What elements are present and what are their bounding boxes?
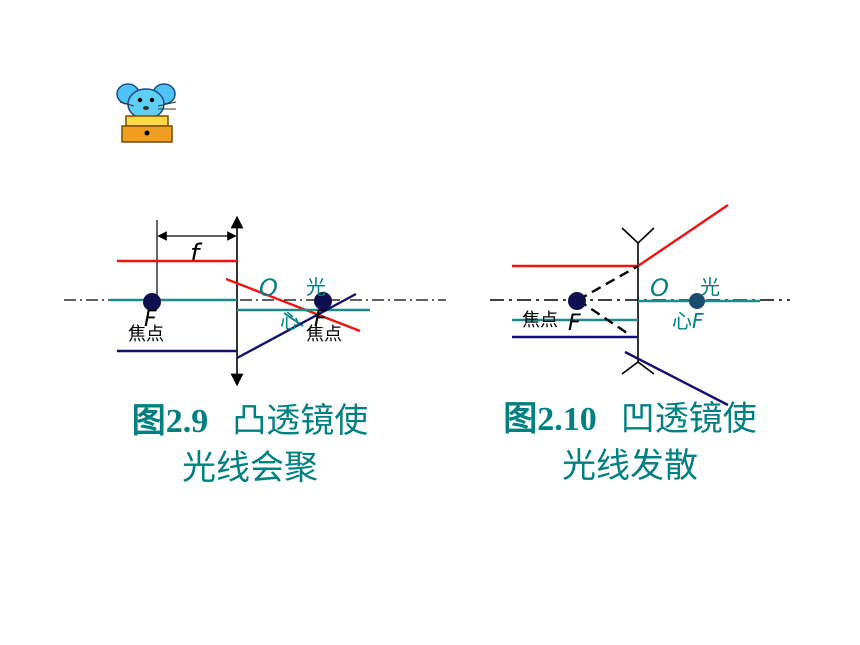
concave-lens-top-end (621, 227, 655, 245)
convex-center-label: O (259, 274, 278, 302)
convex-caption-line2: 光线会聚 (182, 448, 318, 488)
concave-caption-line1: 图2.10 凹透镜使 (470, 396, 790, 443)
convex-focus-label-right: 焦点 (306, 324, 342, 345)
convex-focal-letter-left: F (144, 307, 157, 332)
convex-caption-fig: 图2.9 (131, 403, 209, 440)
concave-caption-text1: 凹透镜使 (620, 399, 757, 439)
concave-center-word-top: 光 (700, 275, 720, 299)
concave-ray-red-refracted (637, 204, 729, 267)
concave-focus-label-left: 焦点 (522, 310, 558, 331)
concave-lens-bottom-end (621, 361, 655, 375)
concave-lens-diagram: F 焦点 F O 光 心 (490, 204, 790, 407)
concave-caption-line2: 光线发散 (562, 446, 698, 486)
concave-virtual-ray-upper (577, 264, 639, 302)
concave-focus-left (568, 292, 586, 310)
concave-virtual-ray-lower (577, 299, 631, 336)
convex-caption: 图2.9 凸透镜使 光线会聚 (100, 398, 400, 491)
concave-center-label: O (650, 274, 669, 302)
concave-focal-letter-left: F (568, 311, 581, 336)
convex-caption-text1: 凸透镜使 (232, 401, 369, 441)
convex-focus-label-left: 焦点 (128, 324, 164, 345)
concave-focal-letter-right: F (692, 309, 704, 333)
convex-focus-left (143, 293, 161, 311)
concave-caption-fig: 图2.10 (503, 401, 597, 438)
convex-center-word-top: 光 (306, 275, 326, 299)
convex-center-word-bottom: 心 (280, 309, 300, 333)
concave-focus-right (689, 293, 705, 309)
concave-center-word-bottom: 心 (672, 309, 692, 333)
convex-lens-diagram: f F F 焦点 焦点 O 光 心 (64, 215, 446, 387)
mouse-mascot-icon (116, 83, 177, 143)
concave-caption: 图2.10 凹透镜使 光线发散 (470, 396, 790, 489)
concave-ray-blue-refracted (624, 350, 729, 407)
convex-ray-blue-refracted (236, 292, 357, 360)
focal-length-label: f (190, 239, 203, 269)
convex-caption-line1: 图2.9 凸透镜使 (100, 398, 400, 445)
convex-focal-letter-right: F (314, 307, 327, 332)
convex-ray-red-refracted (225, 277, 361, 333)
convex-focus-right (314, 292, 332, 310)
